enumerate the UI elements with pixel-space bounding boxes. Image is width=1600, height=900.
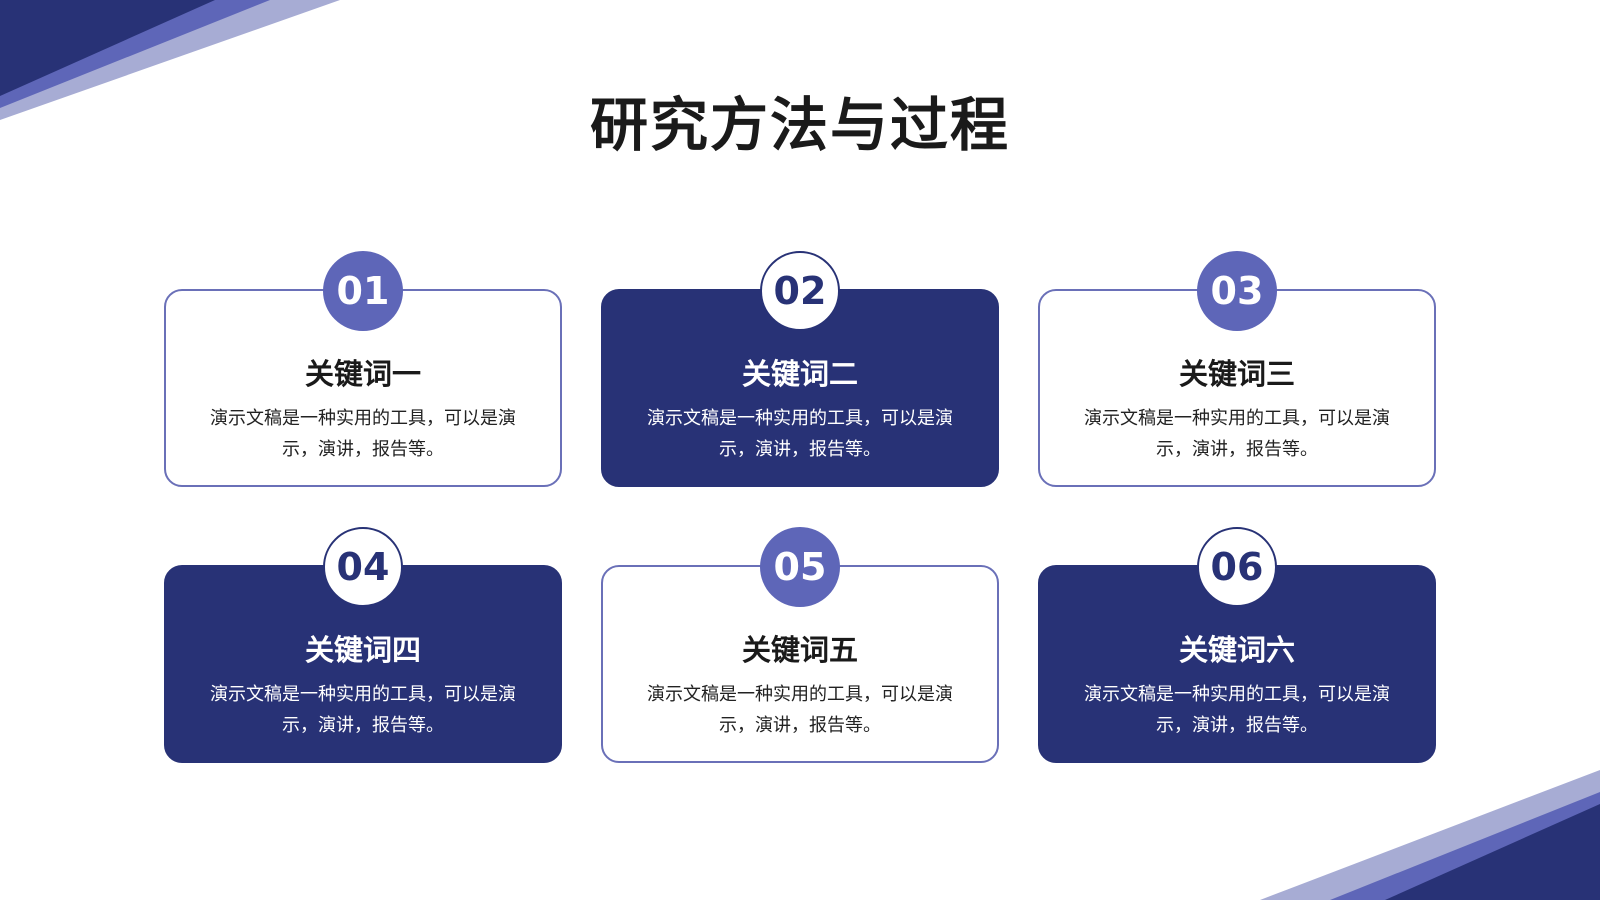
card-title: 关键词三: [1178, 357, 1295, 391]
keyword-card-4: 04 关键词四 演示文稿是一种实用的工具，可以是演示，演讲，报告等。: [164, 527, 562, 763]
card-title: 关键词四: [304, 633, 421, 667]
card-number-badge: 06: [1197, 527, 1277, 607]
card-title: 关键词一: [304, 357, 421, 391]
card-number-badge: 02: [760, 251, 840, 331]
card-description: 演示文稿是一种实用的工具，可以是演示，演讲，报告等。: [1084, 408, 1390, 460]
keyword-card-1: 01 关键词一 演示文稿是一种实用的工具，可以是演示，演讲，报告等。: [164, 251, 562, 487]
card-description: 演示文稿是一种实用的工具，可以是演示，演讲，报告等。: [1084, 684, 1390, 736]
card-description: 演示文稿是一种实用的工具，可以是演示，演讲，报告等。: [210, 408, 516, 460]
page-title: 研究方法与过程: [589, 91, 1010, 159]
card-description: 演示文稿是一种实用的工具，可以是演示，演讲，报告等。: [647, 408, 953, 460]
card-title: 关键词二: [741, 357, 858, 391]
keyword-card-5: 05 关键词五 演示文稿是一种实用的工具，可以是演示，演讲，报告等。: [601, 527, 999, 763]
card-title: 关键词六: [1178, 633, 1295, 667]
keyword-card-6: 06 关键词六 演示文稿是一种实用的工具，可以是演示，演讲，报告等。: [1038, 527, 1436, 763]
bottom-right-corner-decoration: [1260, 770, 1600, 900]
keyword-card-2: 02 关键词二 演示文稿是一种实用的工具，可以是演示，演讲，报告等。: [601, 251, 999, 487]
card-number-badge: 03: [1197, 251, 1277, 331]
card-number-badge: 05: [760, 527, 840, 607]
card-title: 关键词五: [741, 633, 858, 667]
card-number-badge: 01: [323, 251, 403, 331]
top-left-corner-decoration: [0, 0, 340, 120]
card-number-badge: 04: [323, 527, 403, 607]
card-description: 演示文稿是一种实用的工具，可以是演示，演讲，报告等。: [210, 684, 516, 736]
keyword-card-3: 03 关键词三 演示文稿是一种实用的工具，可以是演示，演讲，报告等。: [1038, 251, 1436, 487]
card-description: 演示文稿是一种实用的工具，可以是演示，演讲，报告等。: [647, 684, 953, 736]
